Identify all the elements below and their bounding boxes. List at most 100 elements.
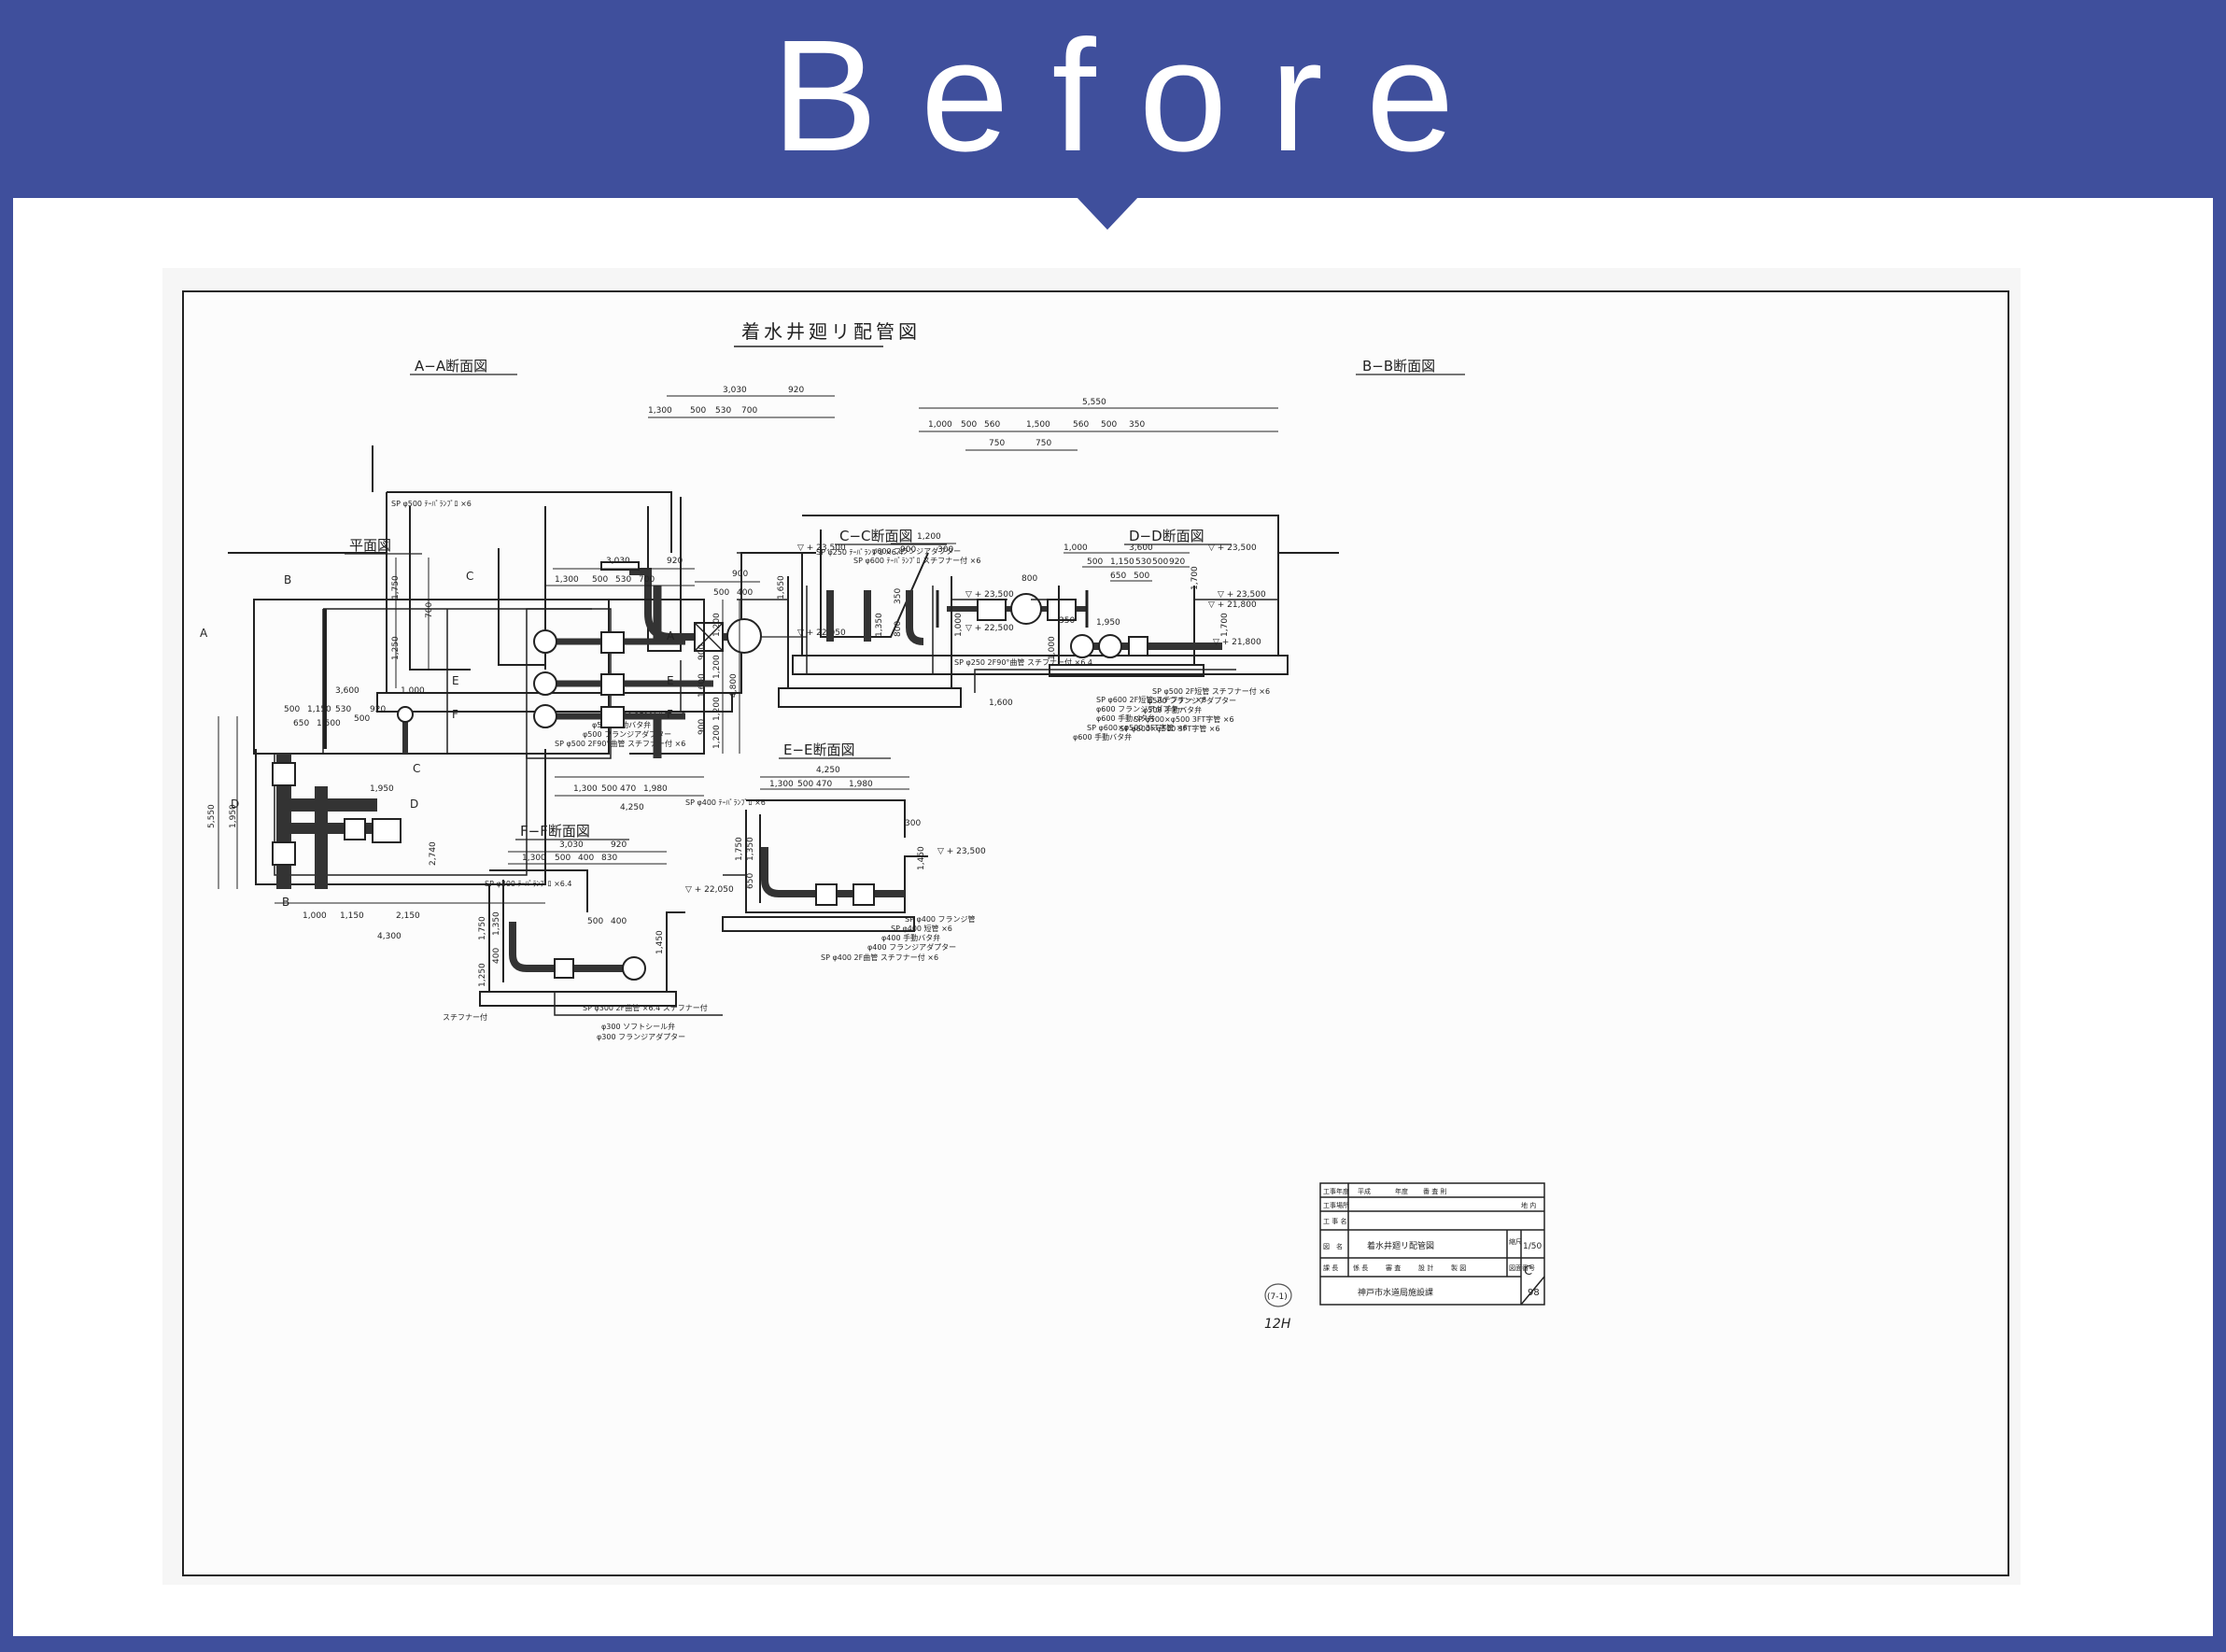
dim: 500 [555,854,571,863]
dim: 1,300 [573,784,598,794]
dim: 1,350 [492,911,501,936]
title-block-cell: 縮尺 [1509,1237,1522,1246]
callout: φ600 手動バタ弁 [1073,732,1132,741]
section-dd-dims: 1,000 3,600 500 1,150 530 500 920 650 50… [1048,544,1270,733]
banner-title: Before [771,7,1498,185]
section-cc-label: C−C断面図 [839,528,913,544]
dim: 4,250 [816,766,840,775]
dim: 1,700 [1220,613,1230,637]
dim: 750 [989,439,1005,448]
dim: 1,500 [1026,420,1050,430]
title-block-cell: 工事場所 [1323,1201,1349,1209]
title-block [1319,1182,1545,1306]
title-block-cell: 工事年度 [1323,1187,1349,1195]
dim: 500 [354,714,370,724]
callout: SP φ500×φ500 3FT字管 ×6 [1134,714,1234,724]
title-block-cell: 係 長 [1353,1264,1368,1272]
title-block-cell: 製 図 [1451,1264,1466,1272]
section-bb-label: B−B断面図 [1362,358,1435,374]
dim: 650 [1110,572,1126,581]
dim: 500 [713,588,729,598]
dim: 500 [961,420,977,430]
section-ff: F−F断面図 [461,823,723,1016]
dim: 500 [690,406,706,416]
title-block-text: 工事年度 平成 年度 番 査 則 工事場所 地 内 工 事 名 図 名 着水井廻… [1323,1187,1542,1298]
callout: SP φ250 2F90°曲管 スチフナー付 ×6.4 [954,657,1092,667]
section-mark: E [452,674,459,687]
sheet-border [182,290,2009,1576]
dim: 500 [1087,558,1103,567]
dim: 1,200 [712,697,722,721]
dim: 900 [900,545,916,555]
dim: 1,200 [712,613,722,637]
handwritten-note: 12H [1264,1317,1291,1332]
title-block-drawing-name: 着水井廻リ配管図 [1367,1240,1434,1251]
section-dd-label: D−D断面図 [1129,528,1205,544]
dim: 920 [788,386,804,395]
callout: SP φ400 フランジ管 [905,914,976,924]
title-block-sheet-no: 98 [1528,1288,1540,1298]
title-block-cell: 平成 [1358,1187,1371,1195]
pointer-arrow-icon [1076,196,1139,230]
callout: SP φ400 短管 ×6 [891,924,952,933]
dim: 300 [905,819,921,828]
dim: 1,450 [917,846,926,870]
section-bb-dims: 5,550 1,000 500 560 1,500 560 500 350 75… [853,398,1257,741]
title-block-cell: 番 査 則 [1423,1187,1446,1195]
banner: Before [0,0,2226,198]
dim: 2,740 [429,841,438,866]
dim: 3,600 [335,686,359,696]
dim: 650 [293,719,309,728]
dim: 530 [715,406,731,416]
dim: 500 [592,575,608,585]
callout: φ600 フランジアダプター [872,546,961,556]
main-title: 着水井廻リ配管図 [741,320,921,343]
elevation: ▽ + 23,500 [1218,590,1266,600]
piping-drawing: 着水井廻リ配管図 A−A断面図 3,030 920 1,300 50 [182,290,2009,1576]
dim: 4,800 [729,673,739,698]
callout: SP φ500 2F90°曲管 スチフナー付 ×6 [555,739,685,748]
dim: 500 [1152,558,1168,567]
section-mark: C [413,762,420,775]
dim: 470 [816,780,832,789]
section-mark: D [410,798,418,811]
callout: φ300 フランジアダプター [597,1032,685,1041]
dim: 1,750 [735,837,744,861]
dim: 1,950 [229,804,238,828]
title-block-scale: 1/50 [1523,1242,1542,1251]
section-mark: A [667,629,675,642]
elevation: ▽ + 23,500 [965,590,1014,600]
title-block-cell: 工 事 名 [1323,1217,1346,1225]
dim: 350 [894,588,903,604]
dim: 1,950 [1096,618,1120,628]
dim: 1,350 [875,613,884,637]
dim: 350 [1129,420,1145,430]
dim: 920 [611,840,627,850]
dim: 1,250 [478,963,487,987]
dim: 920 [370,705,386,714]
callout: φ600 手動バタ弁 [1096,713,1155,723]
dim: 400 [611,917,627,926]
dim: 1,500 [317,719,341,728]
dim: 1,300 [522,854,546,863]
section-mark: A [200,627,208,640]
callout: φ500 フランジアダプター [583,729,671,739]
title-block-cell: 図面番号 [1509,1264,1535,1272]
dim: 1,700 [1190,566,1200,590]
section-aa-label: A−A断面図 [415,358,487,374]
drawing-sheet: 着水井廻リ配管図 A−A断面図 3,030 920 1,300 50 [162,268,2021,1585]
dim: 400 [578,854,594,863]
dim: 1,150 [340,911,364,921]
dim: 560 [1073,420,1089,430]
title-block-cell: 地 内 [1521,1201,1536,1209]
dim: 1,300 [648,406,672,416]
dim: 900 [732,570,748,579]
dim: 1,600 [697,673,707,698]
dim: 3,030 [606,557,630,566]
section-mark: B [282,896,289,909]
dim: 1,300 [555,575,579,585]
section-mark: F [667,708,673,721]
dim: 3,600 [1129,544,1153,553]
section-mark: B [284,573,291,586]
dim: 1,300 [769,780,794,789]
